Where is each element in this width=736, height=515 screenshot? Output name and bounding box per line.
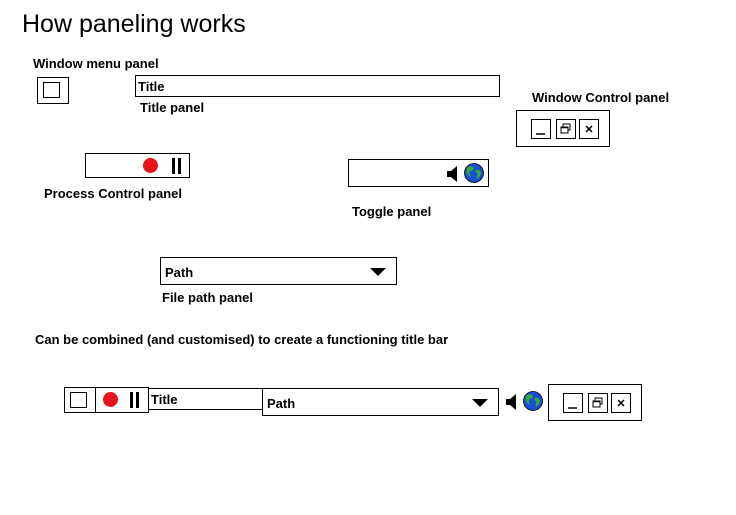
pause-icon[interactable] (170, 157, 184, 175)
window-menu-panel-label: Window menu panel (33, 56, 159, 71)
globe-icon[interactable] (463, 162, 485, 184)
minimize-icon (568, 407, 577, 409)
title-panel: Title (135, 75, 500, 97)
restore-button[interactable] (588, 393, 608, 413)
dropdown-arrow-icon[interactable] (370, 268, 386, 276)
combined-process-control-panel (95, 387, 149, 413)
record-icon[interactable] (103, 392, 118, 407)
globe-icon[interactable] (522, 390, 544, 412)
record-icon[interactable] (143, 158, 158, 173)
combined-window-menu-panel (64, 387, 96, 413)
minimize-icon (536, 133, 545, 135)
window-menu-icon[interactable] (43, 82, 60, 98)
dropdown-arrow-icon[interactable] (472, 399, 488, 407)
minimize-button[interactable] (563, 393, 583, 413)
toggle-panel-label: Toggle panel (352, 204, 432, 219)
toggle-panel (348, 159, 489, 187)
pause-icon[interactable] (129, 391, 143, 409)
window-menu-icon[interactable] (70, 392, 87, 408)
speaker-icon[interactable] (446, 164, 460, 184)
restore-icon (560, 123, 571, 134)
close-button[interactable] (579, 119, 599, 139)
speaker-icon[interactable] (505, 392, 519, 412)
window-menu-panel (37, 77, 69, 104)
file-path-panel-label: File path panel (162, 290, 254, 305)
title-text: Title (138, 79, 165, 94)
combined-note: Can be combined (and customised) to crea… (35, 332, 449, 347)
page-heading: How paneling works (22, 10, 246, 38)
minimize-button[interactable] (531, 119, 551, 139)
window-control-panel (516, 110, 610, 147)
process-control-panel-label: Process Control panel (44, 186, 182, 201)
close-icon (617, 399, 625, 407)
close-button[interactable] (611, 393, 631, 413)
title-panel-label: Title panel (140, 100, 205, 115)
combined-window-control-panel (548, 384, 642, 421)
combined-title-panel: Title (148, 388, 264, 410)
close-icon (585, 125, 593, 133)
path-text: Path (165, 265, 194, 280)
file-path-panel[interactable]: Path (160, 257, 397, 285)
restore-icon (592, 397, 603, 408)
path-text: Path (267, 396, 296, 411)
process-control-panel (85, 153, 190, 178)
window-control-panel-label: Window Control panel (532, 90, 670, 105)
title-text: Title (151, 392, 178, 407)
restore-button[interactable] (556, 119, 576, 139)
combined-file-path-panel[interactable]: Path (262, 388, 499, 416)
